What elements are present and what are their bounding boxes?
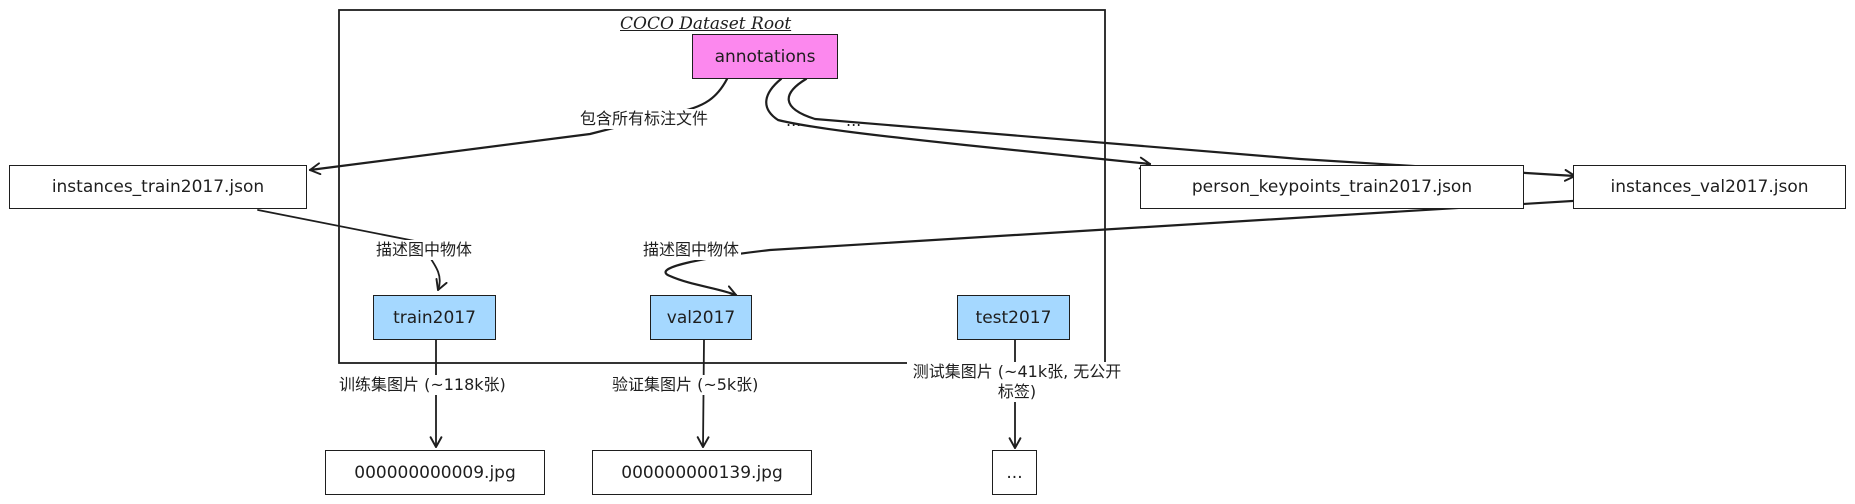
label-test-images: 测试集图片 (~41k张, 无公开标签) <box>907 362 1127 402</box>
edge-instances-val-to-val2017 <box>664 197 1607 298</box>
label-describe-objects-train: 描述图中物体 <box>374 240 475 260</box>
val2017-folder[interactable]: val2017 <box>650 295 752 340</box>
val-image-file[interactable]: 000000000139.jpg <box>592 450 812 495</box>
label-describe-objects-val: 描述图中物体 <box>641 240 742 260</box>
test-image-ellipsis[interactable]: ... <box>992 450 1037 495</box>
edge-annotations-to-instances-val <box>787 77 1577 182</box>
annotations-folder[interactable]: annotations <box>692 34 838 79</box>
instances-train2017-file[interactable]: instances_train2017.json <box>9 165 307 209</box>
test2017-folder[interactable]: test2017 <box>957 295 1070 340</box>
train2017-folder[interactable]: train2017 <box>373 295 496 340</box>
label-ellipsis-2: ... <box>846 111 862 130</box>
person-keypoints-train2017-file[interactable]: person_keypoints_train2017.json <box>1140 165 1524 209</box>
dataset-root-frame <box>338 9 1106 364</box>
train-image-file[interactable]: 000000000009.jpg <box>325 450 545 495</box>
instances-val2017-file[interactable]: instances_val2017.json <box>1573 165 1846 209</box>
label-val-images: 验证集图片 (~5k张) <box>610 375 761 395</box>
label-contains-all-annotations: 包含所有标注文件 <box>578 109 711 129</box>
edge-annotations-to-person-keypoints <box>765 77 1152 170</box>
dataset-root-title: COCO Dataset Root <box>620 14 792 34</box>
label-train-images: 训练集图片 (~118k张) <box>337 375 508 395</box>
label-ellipsis-1: ... <box>786 111 802 130</box>
